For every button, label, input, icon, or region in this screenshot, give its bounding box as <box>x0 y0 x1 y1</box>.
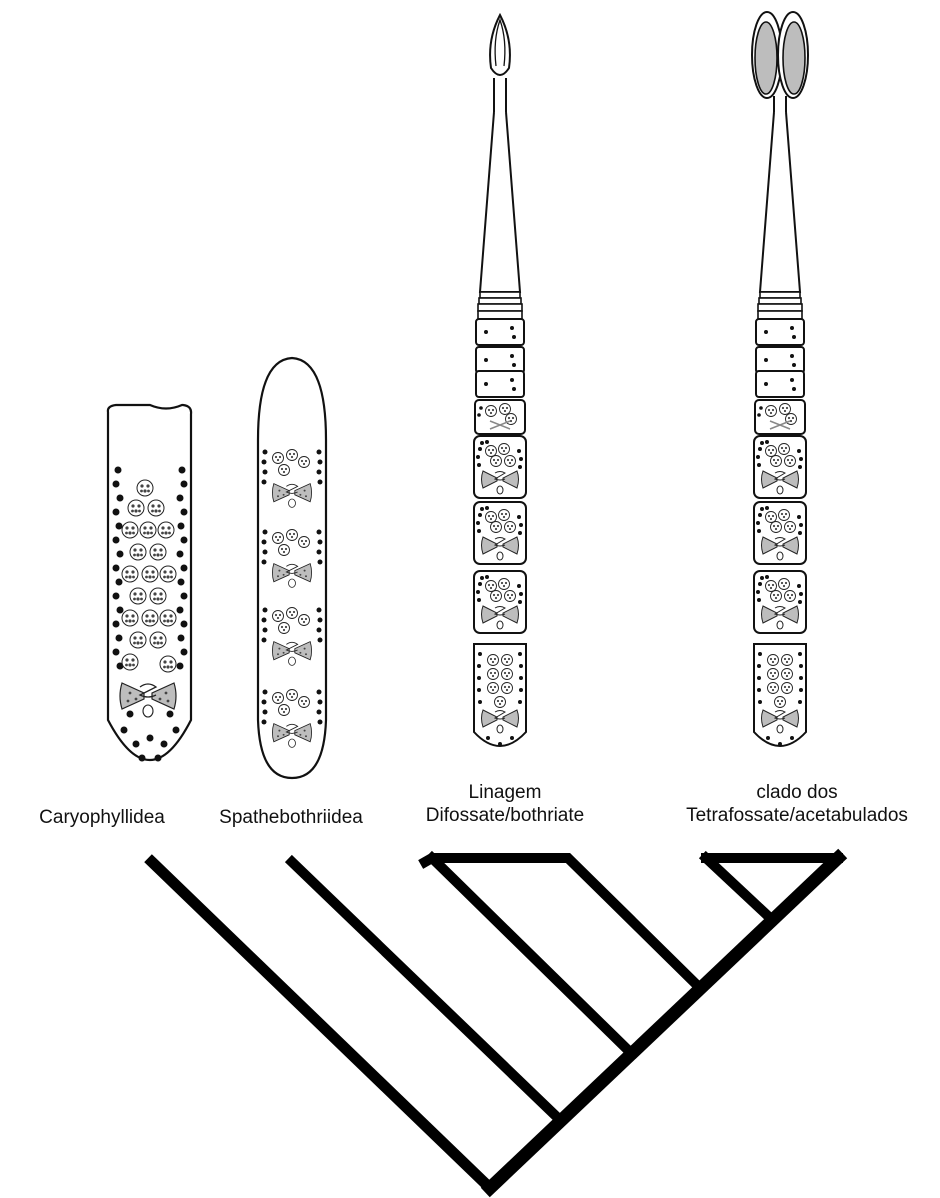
label-tetrafossate-line2: Tetrafossate/acetabulados <box>654 804 940 827</box>
tetrafossate-illustration <box>752 12 808 746</box>
spathebothriidea-illustration <box>258 358 326 778</box>
label-difossate-lineage: Linagem Difossate/bothriate <box>390 781 620 827</box>
branch-tetrafossate-inner <box>706 858 768 916</box>
caryophyllidea-illustration <box>108 405 191 762</box>
label-difossate-line2: Difossate/bothriate <box>390 804 620 827</box>
label-caryophyllidea: Caryophyllidea <box>2 806 202 829</box>
label-spathebothriidea: Spathebothriidea <box>196 806 386 829</box>
branch-difossate <box>425 858 698 986</box>
label-tetrafossate-clade: clado dos Tetrafossate/acetabulados <box>654 781 940 827</box>
label-tetrafossate-line1: clado dos <box>654 781 940 804</box>
branch-caryophyllidea <box>152 862 490 1188</box>
label-difossate-line1: Linagem <box>390 781 620 804</box>
cladogram-backbone <box>490 858 838 1188</box>
branch-spathebothriidea <box>292 862 558 1118</box>
cladogram <box>152 858 838 1188</box>
difossate-illustration <box>474 15 526 746</box>
